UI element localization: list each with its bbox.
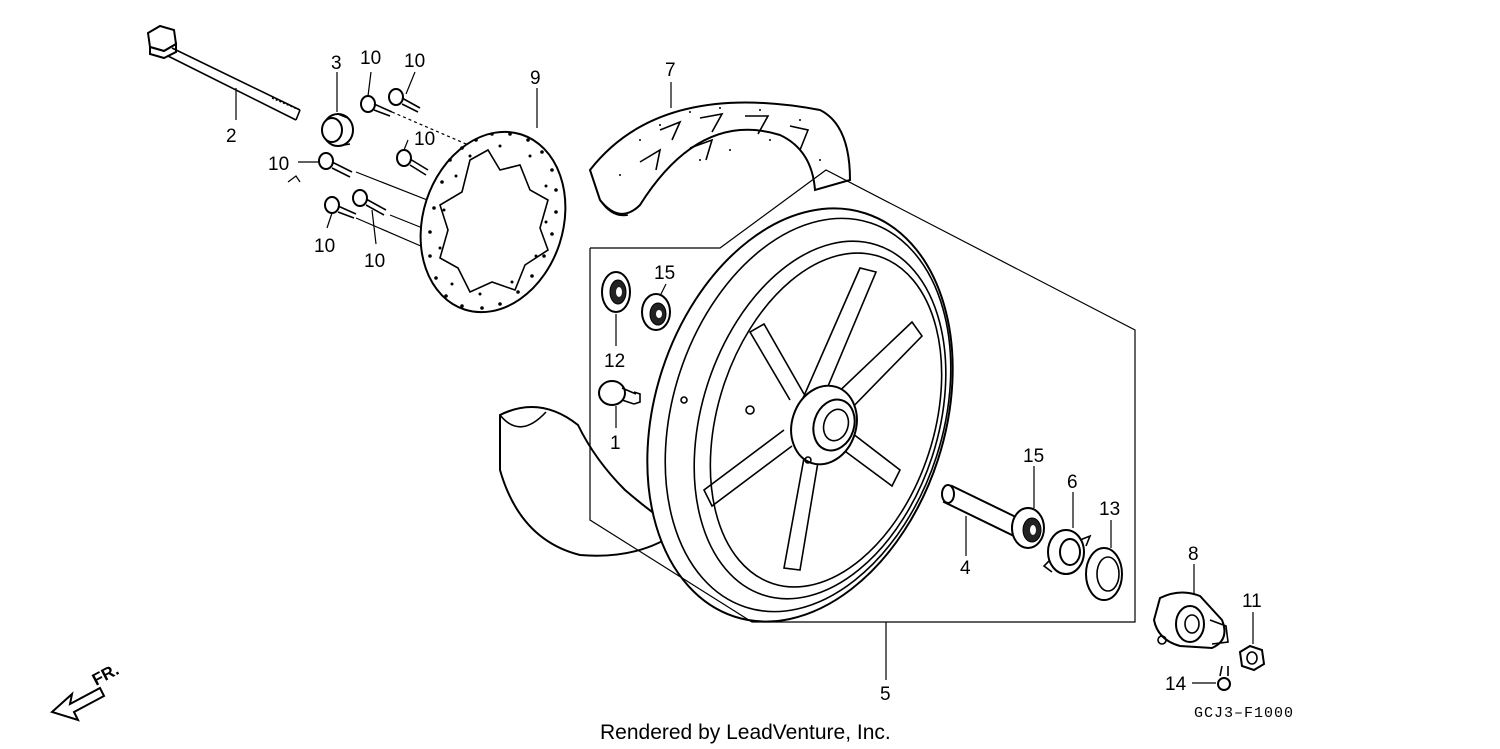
bearing-left	[601, 271, 631, 313]
callout-4: 4	[960, 558, 971, 579]
tire-upper	[588, 101, 852, 217]
callout-10-a: 10	[360, 48, 381, 69]
callout-10-f: 10	[364, 251, 385, 272]
tire-valve	[598, 380, 641, 406]
callout-14: 14	[1165, 674, 1187, 695]
dust-seal-right	[1011, 507, 1045, 549]
callout-10-b: 10	[404, 51, 425, 72]
front-direction-label: FR.	[89, 660, 122, 690]
callout-15-right: 15	[1023, 446, 1044, 467]
front-direction-arrow: FR.	[50, 660, 122, 722]
callout-1: 1	[610, 433, 621, 454]
callout-5: 5	[880, 684, 891, 705]
callout-9: 9	[530, 68, 541, 89]
render-credit: Rendered by LeadVenture, Inc.	[600, 721, 891, 744]
callout-3: 3	[331, 53, 342, 74]
callout-12: 12	[604, 351, 625, 372]
callout-6: 6	[1067, 472, 1078, 493]
dust-seal-left	[641, 293, 671, 331]
brake-disc	[419, 130, 567, 314]
callout-2: 2	[226, 126, 237, 147]
callout-11: 11	[1242, 591, 1262, 612]
side-collar	[321, 113, 354, 147]
callout-13: 13	[1099, 499, 1120, 520]
speedometer-gearbox	[1152, 591, 1229, 650]
axle-bolt	[146, 24, 301, 121]
screw	[1217, 665, 1231, 691]
diagram-code: GCJ3–F1000	[1194, 705, 1294, 722]
axle-nut	[1238, 644, 1266, 672]
callout-10-c: 10	[414, 129, 435, 150]
callout-7: 7	[665, 60, 676, 81]
callout-15-left: 15	[654, 263, 675, 284]
disc-bolts	[318, 88, 429, 219]
wheel-rim	[646, 207, 954, 623]
oil-seal	[1085, 547, 1123, 601]
callout-10-e: 10	[314, 236, 335, 257]
callout-10-d: 10	[268, 154, 289, 175]
speedometer-retainer	[1042, 529, 1092, 575]
callout-8: 8	[1188, 544, 1199, 565]
